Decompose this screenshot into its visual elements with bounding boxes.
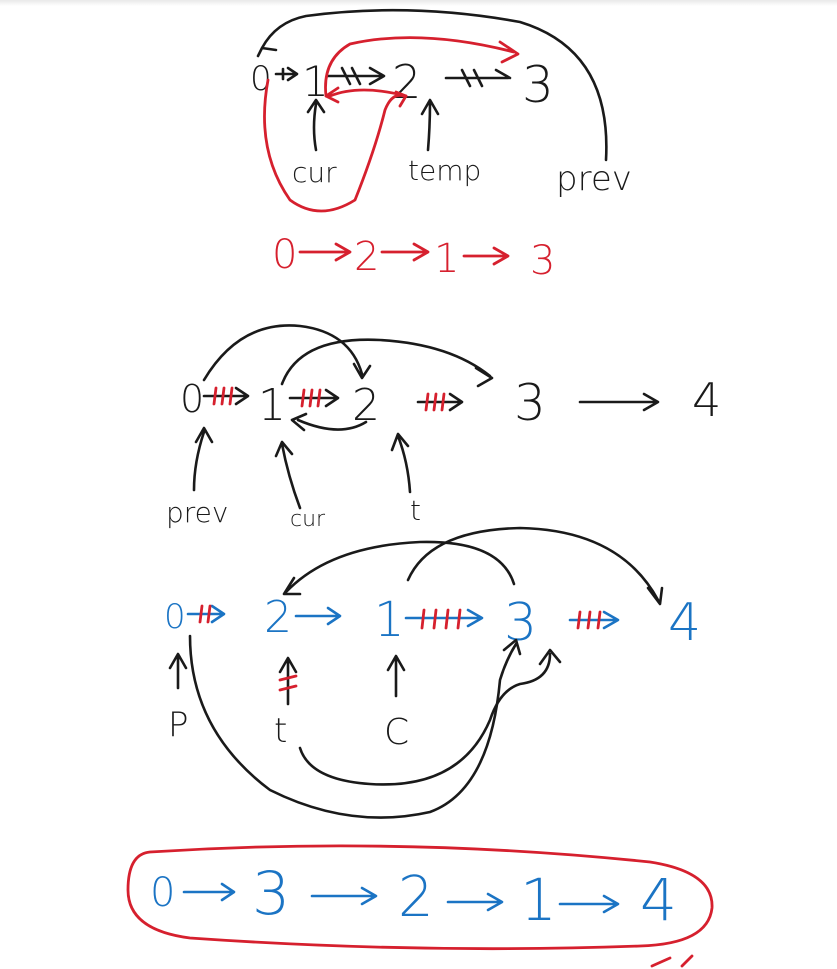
d2-arrow-2-3 <box>416 392 464 412</box>
d1-result-0: 0 <box>272 232 297 278</box>
d3-arc-3-2 <box>282 540 516 596</box>
d1-result-2: 2 <box>354 234 379 280</box>
d3-t-arrow <box>278 656 298 706</box>
d1-arrow-2-3 <box>444 68 512 88</box>
d1-node-1: 1 <box>302 57 329 106</box>
d3-node-3: 3 <box>504 593 537 653</box>
d1-label-cur: cur <box>292 156 337 189</box>
final-node-1: 1 <box>520 866 557 934</box>
d2-arc-1-3 <box>280 338 494 388</box>
d3-label-p: P <box>168 705 189 745</box>
d1-prev-loop-arrow <box>256 8 608 162</box>
d3-arc-0-3 <box>188 634 522 819</box>
d1-arrow-1-2 <box>326 66 386 86</box>
d2-arc-2-1 <box>290 412 368 432</box>
d2-node-1: 1 <box>258 380 286 431</box>
d2-node-0: 0 <box>180 377 204 421</box>
d3-arrow-0-2 <box>186 604 226 624</box>
d2-t-arrow <box>390 432 412 494</box>
d2-arc-0-2 <box>202 324 372 382</box>
d1-red-link-1-3 <box>324 36 520 98</box>
d3-strike-0-2 <box>198 604 212 624</box>
d3-arrow-2-1 <box>294 606 342 626</box>
d1-temp-arrow <box>420 98 440 152</box>
final-result: 0 3 2 1 4 <box>126 844 714 968</box>
d3-strike-1-3 <box>420 608 462 630</box>
d1-node-2: 2 <box>392 55 421 109</box>
d2-label-t: t <box>410 494 421 527</box>
d3-label-t: t <box>274 711 287 751</box>
d3-label-c: C <box>384 712 409 753</box>
d2-node-4: 4 <box>692 373 721 427</box>
d2-arrow-3-4 <box>578 392 660 412</box>
d1-result-1: 1 <box>434 236 459 282</box>
d1-result: 0 2 1 3 <box>272 232 555 284</box>
d3-node-4: 4 <box>668 593 701 653</box>
final-arrow-1 <box>182 882 236 902</box>
d1-result-3: 3 <box>530 238 555 284</box>
page-top-shadow <box>0 0 837 6</box>
final-result-tail-marks <box>650 954 694 968</box>
diagram-1: 0 1 2 3 cur temp prev 0 2 1 3 <box>250 8 632 284</box>
d1-node-3: 3 <box>522 56 554 114</box>
diagram-3: 0 2 1 3 4 P t C <box>164 526 701 819</box>
d3-strike-3-4 <box>576 610 602 630</box>
d3-p-arrow <box>168 652 188 690</box>
final-result-ellipse <box>126 844 714 951</box>
d1-arrow-0-1 <box>274 66 299 82</box>
final-node-0: 0 <box>150 870 175 916</box>
final-arrow-3 <box>446 892 504 912</box>
d3-node-1: 1 <box>374 592 405 648</box>
d2-label-prev: prev <box>166 496 228 529</box>
d2-strike-2-3 <box>424 392 446 412</box>
d2-node-3: 3 <box>514 374 546 432</box>
final-arrow-2 <box>310 886 378 906</box>
final-node-2: 2 <box>398 865 434 930</box>
d3-arc-1-4 <box>406 526 664 606</box>
d2-strike-1-2 <box>300 388 322 408</box>
d3-node-2: 2 <box>264 592 292 643</box>
d1-result-arrow-1 <box>298 242 352 262</box>
d3-t-strike <box>278 674 298 692</box>
d2-arrow-1-2 <box>288 388 340 408</box>
d3-c-arrow <box>386 654 406 698</box>
d1-result-arrow-3 <box>462 246 510 266</box>
d3-node-0: 0 <box>164 597 186 637</box>
d1-label-prev: prev <box>556 159 632 199</box>
d1-label-temp: temp <box>408 154 481 187</box>
d1-result-arrow-2 <box>380 242 430 262</box>
d2-prev-arrow <box>192 426 214 492</box>
final-arrow-4 <box>558 894 620 914</box>
d1-cur-arrow <box>306 98 326 152</box>
d3-arrow-1-3 <box>404 608 484 628</box>
d2-arrow-0-1 <box>202 386 250 406</box>
final-node-3: 3 <box>252 859 290 929</box>
d2-cur-arrow <box>274 440 302 510</box>
d3-arc-2-3b <box>298 648 562 786</box>
d2-label-cur: cur <box>290 507 326 532</box>
diagram-2: 0 1 2 3 4 prev cur t <box>166 324 721 532</box>
final-node-4: 4 <box>640 866 677 934</box>
d2-strike-0-1 <box>212 386 234 406</box>
